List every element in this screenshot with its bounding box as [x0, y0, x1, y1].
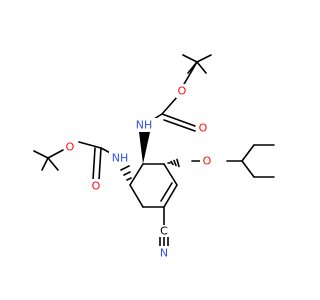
bond — [129, 184, 144, 208]
atom-label: C — [160, 225, 168, 238]
atom-nh-lower: NH — [109, 151, 133, 165]
atom-label: O — [178, 85, 187, 98]
bond — [163, 184, 178, 208]
hashed-bond — [173, 159, 177, 167]
hashed-bond — [176, 158, 180, 168]
atom-label: O — [66, 141, 75, 154]
bond — [161, 95, 179, 115]
atom-oxygen-lower-carbonyl: O — [90, 179, 102, 193]
atom-nitrogen-nitrile: N — [158, 246, 170, 260]
bond — [161, 113, 196, 127]
hashed-bond — [120, 165, 130, 171]
atom-carbon-nitrile: C — [158, 225, 170, 238]
atom-nh-upper: NH — [134, 118, 158, 132]
atom-label: NH — [112, 152, 129, 165]
atom-oxygen-upper-carbonyl: O — [197, 121, 209, 135]
molecule-svg: O O NH NH O O O — [33, 54, 275, 260]
bond — [241, 144, 255, 162]
bond — [47, 157, 59, 171]
atom-label: O — [92, 180, 101, 193]
hashed-bond — [123, 171, 131, 176]
atom-oxygen-lower-ester: O — [64, 140, 76, 154]
bond — [129, 163, 144, 186]
atom-oxygen-ether: O — [200, 154, 214, 168]
wedge-bond — [139, 132, 150, 164]
bond — [196, 54, 212, 63]
bond — [92, 147, 96, 181]
bond — [196, 61, 207, 74]
atom-label: O — [203, 155, 212, 168]
bond — [182, 54, 198, 63]
molecule-drawing: O O NH NH O O O — [33, 54, 275, 260]
hashed-bond — [170, 160, 174, 166]
bond — [163, 163, 178, 186]
bond — [41, 157, 49, 171]
bond — [98, 147, 102, 181]
hashed-bond — [126, 177, 132, 181]
atom-label: O — [199, 122, 208, 135]
atom-oxygen-upper-ester: O — [176, 84, 188, 98]
bond — [33, 150, 49, 159]
bond — [78, 141, 102, 149]
bond — [163, 119, 196, 132]
atom-label: N — [160, 247, 168, 260]
bond — [160, 182, 173, 202]
bond — [47, 149, 64, 159]
bond — [241, 160, 255, 178]
atom-label: NH — [136, 119, 153, 132]
